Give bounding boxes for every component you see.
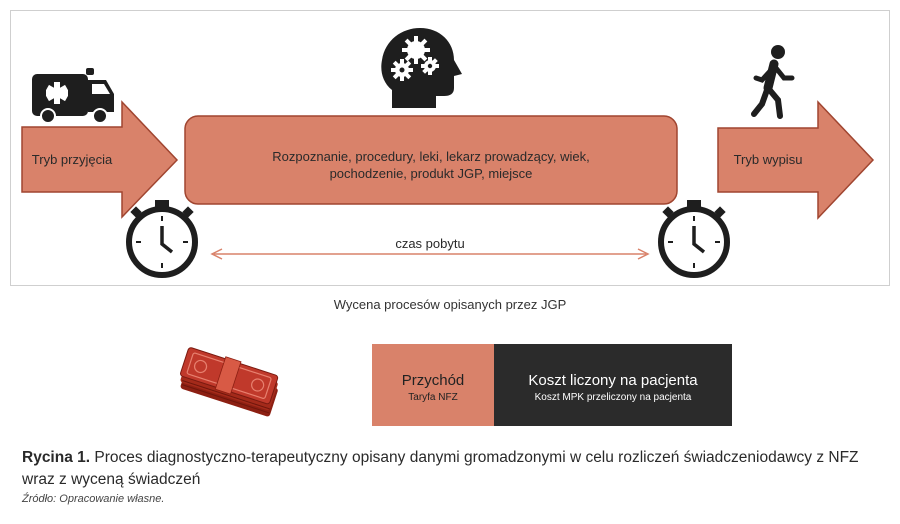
cost-subtitle: Koszt MPK przeliczony na pacjenta: [534, 392, 692, 403]
stay-duration-arrow: [210, 248, 650, 260]
stopwatch-icon: [658, 200, 730, 278]
caption-label: Rycina 1.: [22, 449, 91, 466]
money-stack-icon: [180, 347, 279, 417]
discharge-arrow: [717, 100, 875, 220]
revenue-subtitle: Taryfa NFZ: [408, 392, 458, 403]
process-diagram: [21, 28, 875, 278]
diagram-frame: [10, 10, 890, 286]
figure-caption: Rycina 1. Proces diagnostyczno-terapeuty…: [22, 447, 882, 491]
stopwatch-icon: [126, 200, 198, 278]
process-text-line1: Rozpoznanie, procedury, leki, lekarz pro…: [272, 149, 590, 164]
process-box: [184, 115, 678, 205]
process-description: Rozpoznanie, procedury, leki, lekarz pro…: [200, 148, 662, 182]
head-gears-icon: [381, 28, 462, 108]
cost-title: Koszt liczony na pacjenta: [528, 372, 698, 389]
diagram-subtitle: Wycena procesów opisanych przez JGP: [333, 297, 567, 312]
ambulance-icon: [32, 68, 114, 124]
process-text-line2: pochodzenie, produkt JGP, miejsce: [329, 166, 533, 181]
source-note: Źródło: Opracowanie własne.: [22, 493, 165, 505]
discharge-label: Tryb wypisu: [733, 152, 803, 167]
admission-label: Tryb przyjęcia: [31, 152, 113, 167]
cost-box: Koszt liczony na pacjenta Koszt MPK prze…: [494, 344, 732, 426]
caption-text: Proces diagnostyczno-terapeutyczny opisa…: [22, 449, 859, 488]
walking-person-icon: [751, 45, 795, 119]
revenue-box: Przychód Taryfa NFZ: [372, 344, 494, 426]
revenue-title: Przychód: [401, 372, 465, 389]
admission-arrow: [21, 100, 179, 219]
stay-duration-label: czas pobytu: [395, 236, 465, 251]
